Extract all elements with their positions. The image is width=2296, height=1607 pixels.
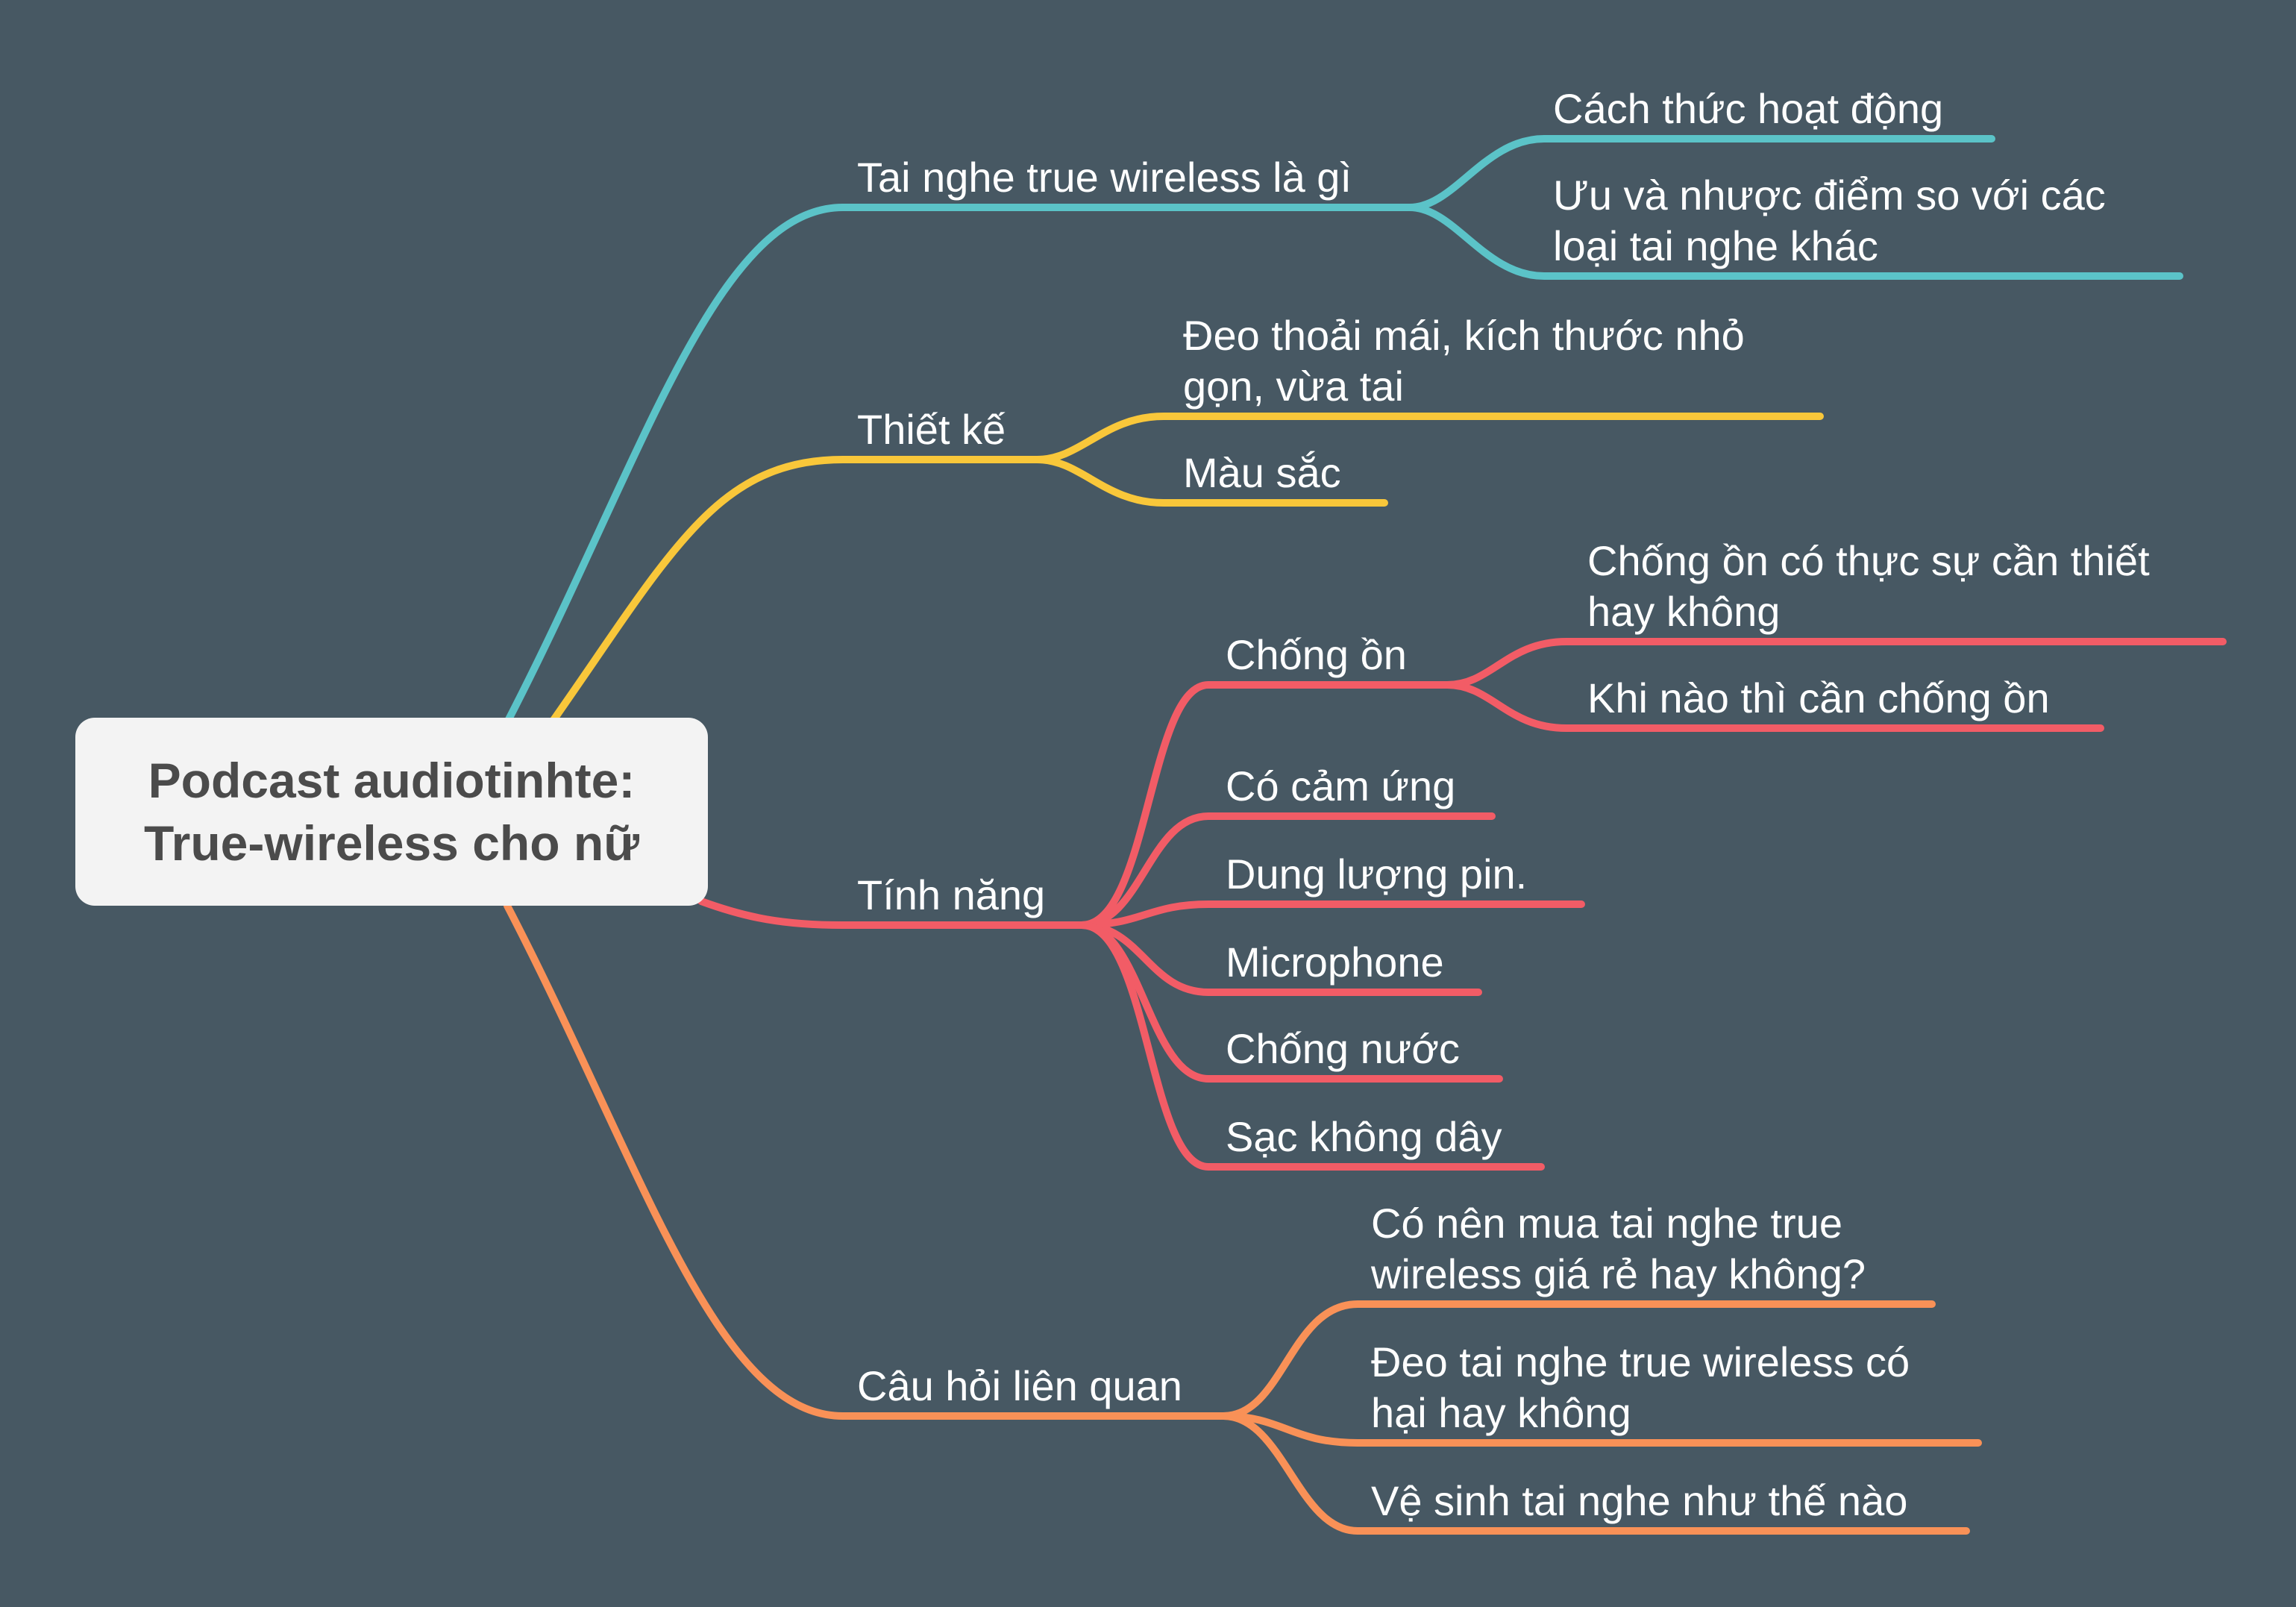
subtopic-microphone[interactable]: Microphone (1226, 939, 1444, 986)
topic-design[interactable]: Thiết kế (857, 406, 1006, 453)
subtopic-noise-cancel-necessary-line-1: Chống ồn có thực sự cần thiết (1587, 537, 2150, 584)
subtopic-waterproof[interactable]: Chống nước (1226, 1025, 1460, 1072)
connector-noise-cancel-necessary (1443, 638, 2227, 689)
subtopic-harmful-line-1: Đeo tai nghe true wireless có (1371, 1338, 1910, 1385)
connector-design-comfort (1033, 413, 1824, 463)
connector-definition-pros-cons (1406, 204, 2183, 280)
connector-features-wireless-charging (1078, 921, 1545, 1171)
subtopic-comfort-line-2: gọn, vừa tai (1183, 363, 1404, 410)
subtopic-pros-cons-line-2: loại tai nghe khác (1553, 222, 1878, 269)
subtopic-comfort-line-1: Đeo thoải mái, kích thước nhỏ (1183, 312, 1745, 359)
connector-root-features (697, 898, 1085, 929)
subtopic-how-it-works[interactable]: Cách thức hoạt động (1553, 85, 1944, 132)
subtopic-cheap-line-1: Có nên mua tai nghe true (1371, 1200, 1842, 1247)
subtopic-pros-cons[interactable]: Ưu và nhược điểm so với các loại tai ngh… (1553, 170, 2106, 272)
topic-definition[interactable]: Tai nghe true wireless là gì (857, 154, 1352, 201)
connector-features-battery (1078, 900, 1585, 929)
subtopic-harmful[interactable]: Đeo tai nghe true wireless có hại hay kh… (1371, 1337, 1910, 1438)
subtopic-touch[interactable]: Có cảm ứng (1226, 762, 1456, 809)
subtopic-wireless-charging[interactable]: Sạc không dây (1226, 1113, 1502, 1160)
root-title-line-1: Podcast audiotinhte: (148, 753, 636, 808)
subtopic-noise-cancel-when[interactable]: Khi nào thì cần chống ồn (1587, 674, 2050, 721)
subtopic-noise-cancel-necessary[interactable]: Chống ồn có thực sự cần thiết hay không (1587, 536, 2150, 637)
topic-features[interactable]: Tính năng (857, 871, 1046, 918)
subtopic-cheap-line-2: wireless giá rẻ hay không? (1371, 1250, 1866, 1297)
subtopic-pros-cons-line-1: Ưu và nhược điểm so với các (1553, 172, 2106, 219)
connector-root-design (548, 456, 1041, 726)
connector-features-noise-cancel (1078, 681, 1451, 929)
subtopic-comfort[interactable]: Đeo thoải mái, kích thước nhỏ gọn, vừa t… (1183, 310, 1745, 412)
connector-questions-cleaning (1220, 1412, 1970, 1535)
subtopic-battery[interactable]: Dung lượng pin. (1226, 851, 1528, 898)
root-title-line-2: True-wireless cho nữ (144, 815, 639, 871)
subtopic-cheap[interactable]: Có nên mua tai nghe true wireless giá rẻ… (1371, 1198, 1866, 1300)
root-title: Podcast audiotinhte: True-wireless cho n… (144, 749, 639, 874)
connector-features-touch (1078, 812, 1496, 929)
connector-design-color (1033, 456, 1388, 507)
subtopic-noise-cancel[interactable]: Chống ồn (1226, 631, 1407, 678)
topic-questions[interactable]: Câu hỏi liên quan (857, 1362, 1182, 1409)
connector-root-definition (504, 204, 1414, 726)
connector-questions-cheap (1220, 1300, 1936, 1420)
connector-noise-cancel-when (1443, 681, 2104, 732)
subtopic-color[interactable]: Màu sắc (1183, 449, 1341, 496)
subtopic-noise-cancel-necessary-line-2: hay không (1587, 588, 1781, 635)
connector-root-questions (504, 902, 1227, 1420)
connector-definition-how-it-works (1406, 135, 1995, 211)
root-node[interactable]: Podcast audiotinhte: True-wireless cho n… (75, 718, 708, 906)
subtopic-cleaning[interactable]: Vệ sinh tai nghe như thế nào (1371, 1477, 1908, 1524)
subtopic-harmful-line-2: hại hay không (1371, 1389, 1631, 1436)
